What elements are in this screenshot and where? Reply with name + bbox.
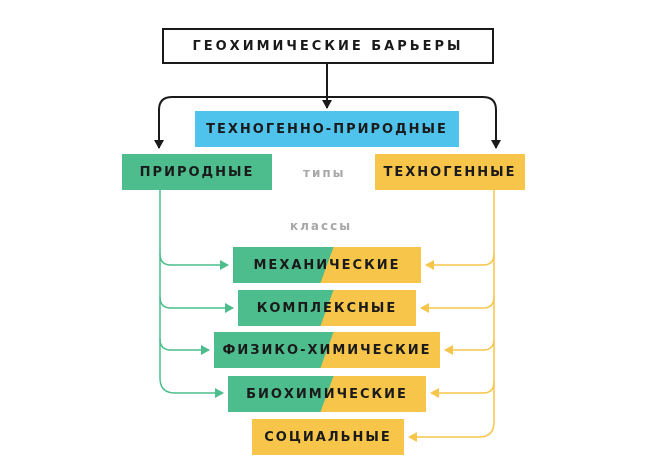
arrow-natural-mechanical	[159, 253, 229, 270]
class-complex: КОМПЛЕКСНЫЕ	[238, 290, 416, 326]
arrow-technogenic-mechanical	[425, 253, 495, 270]
arrow-root-to-technogenic	[327, 96, 501, 149]
type-natural: ПРИРОДНЫЕ	[122, 154, 272, 190]
types-label: типы	[303, 166, 346, 180]
arrow-technogenic-biochem	[430, 381, 495, 398]
arrow-technogenic-social	[408, 421, 495, 442]
type-technogenic-natural: ТЕХНОГЕННО-ПРИРОДНЫЕ	[195, 111, 459, 147]
root-node: ГЕОХИМИЧЕСКИЕ БАРЬЕРЫ	[162, 28, 494, 64]
arrow-natural-biochem	[159, 377, 224, 398]
arrow-root-to-natural	[154, 96, 327, 149]
arrow-natural-physchem	[159, 338, 210, 355]
arrow-technogenic-physchem	[444, 338, 495, 355]
classes-label: классы	[290, 219, 353, 233]
arrow-natural-complex	[159, 296, 234, 313]
class-mechanical: МЕХАНИЧЕСКИЕ	[233, 247, 421, 283]
type-technogenic: ТЕХНОГЕННЫЕ	[375, 154, 525, 190]
class-physico-chemical: ФИЗИКО-ХИМИЧЕСКИЕ	[214, 332, 440, 368]
class-social: СОЦИАЛЬНЫЕ	[252, 419, 404, 455]
class-biochemical: БИОХИМИЧЕСКИЕ	[228, 376, 426, 412]
arrow-technogenic-complex	[420, 296, 495, 313]
